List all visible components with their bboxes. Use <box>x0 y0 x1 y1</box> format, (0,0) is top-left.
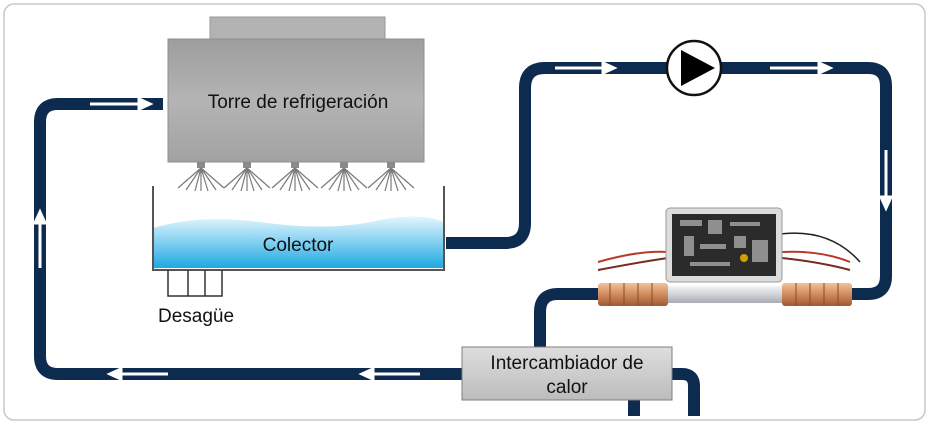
flow-arrow-icon <box>555 60 618 76</box>
tower-label: Torre de refrigeración <box>208 92 389 113</box>
spray-nozzle-icon <box>177 162 225 192</box>
cooling-tower: Torre de refrigeración <box>167 16 425 192</box>
collector-label: Colector <box>263 235 334 256</box>
flow-arrow-icon <box>106 366 168 382</box>
pump-icon <box>665 39 723 97</box>
pipe-exchanger-outlet <box>672 368 700 416</box>
spray-nozzle-icon <box>223 162 271 192</box>
flow-arrow-icon <box>358 366 420 382</box>
flow-arrow-icon <box>878 150 894 212</box>
heat-exchanger: Intercambiador de calor <box>461 346 673 401</box>
pipe-exchanger-inlet <box>534 288 598 352</box>
flow-arrow-icon <box>90 96 154 112</box>
flow-arrow-icon <box>770 60 834 76</box>
flow-arrow-icon <box>32 208 48 268</box>
drain-label: Desagüe <box>158 306 234 327</box>
drain <box>167 270 223 297</box>
spray-nozzle-icon <box>367 162 415 192</box>
exchanger-label-line1: Intercambiador de <box>490 353 643 374</box>
collector-basin: Colector <box>152 186 445 271</box>
spray-nozzle-icon <box>320 162 368 192</box>
exchanger-label-line2: calor <box>546 377 588 398</box>
water-treatment-device-icon <box>597 207 861 306</box>
spray-nozzle-icon <box>271 162 319 192</box>
spray-nozzles <box>177 162 415 192</box>
